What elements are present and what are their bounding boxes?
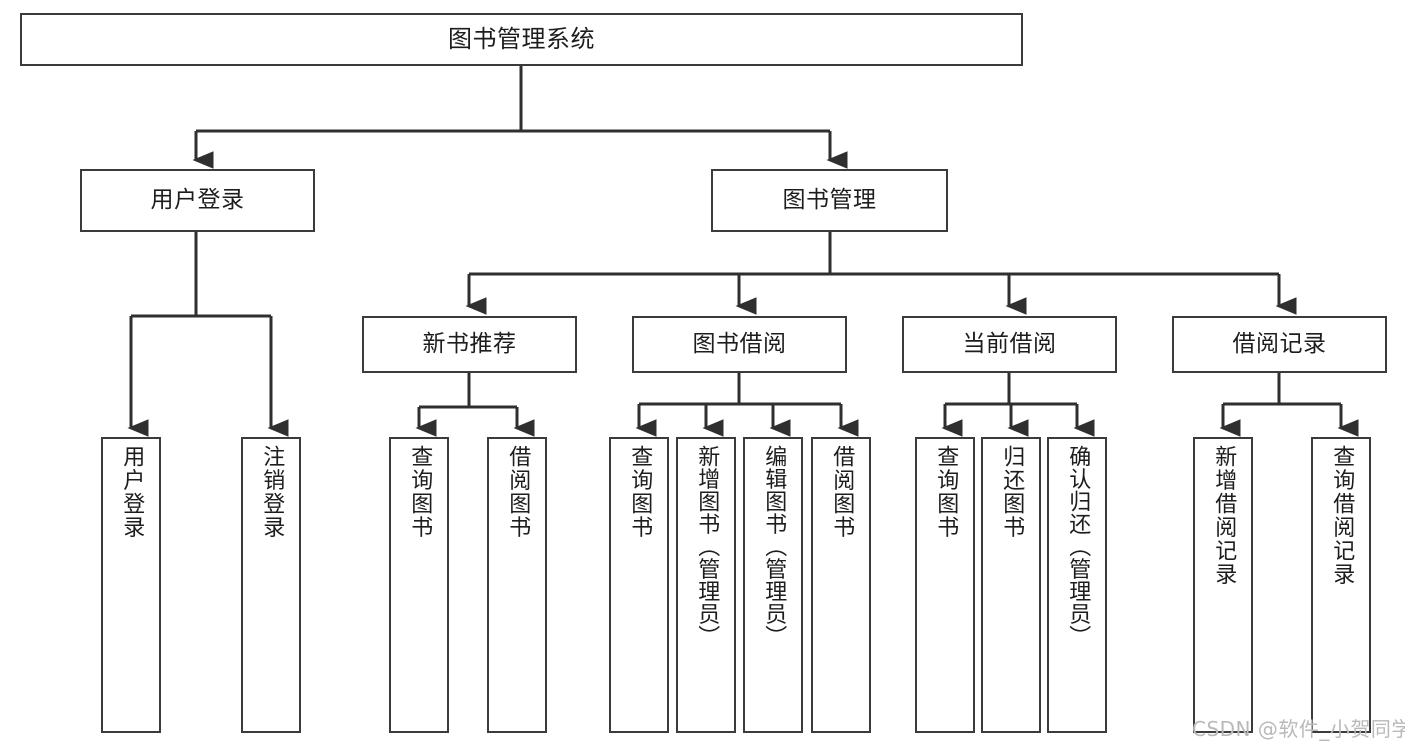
node-label: 图书管理系统 bbox=[448, 24, 595, 53]
node-label: 注销登录 bbox=[259, 445, 285, 539]
node-label: 编辑图书（管理员） bbox=[761, 445, 787, 648]
leaf-current-return-book[interactable]: 归还图书 bbox=[981, 437, 1041, 733]
node-label: 当前借阅 bbox=[962, 331, 1057, 358]
node-label: 归还图书 bbox=[999, 445, 1025, 539]
node-label: 查询图书 bbox=[407, 445, 433, 539]
node-user-login[interactable]: 用户登录 bbox=[80, 169, 315, 232]
node-label: 用户登录 bbox=[119, 445, 145, 539]
node-label: 查询借阅记录 bbox=[1329, 445, 1355, 586]
node-label: 查询图书 bbox=[627, 445, 653, 539]
leaf-borrow-query-book[interactable]: 查询图书 bbox=[609, 437, 669, 733]
node-borrow-record[interactable]: 借阅记录 bbox=[1172, 316, 1387, 373]
node-label: 新增图书（管理员） bbox=[694, 445, 720, 648]
node-label: 图书管理 bbox=[782, 187, 877, 214]
node-new-book-recommend[interactable]: 新书推荐 bbox=[362, 316, 577, 373]
node-label: 用户登录 bbox=[150, 187, 245, 214]
node-label: 新书推荐 bbox=[422, 331, 517, 358]
node-label: 图书借阅 bbox=[692, 331, 787, 358]
node-label: 借阅记录 bbox=[1232, 331, 1327, 358]
node-label: 借阅图书 bbox=[505, 445, 531, 539]
leaf-current-confirm-return-admin[interactable]: 确认归还（管理员） bbox=[1047, 437, 1107, 733]
node-root-system[interactable]: 图书管理系统 bbox=[20, 13, 1023, 66]
node-book-borrow[interactable]: 图书借阅 bbox=[632, 316, 847, 373]
leaf-borrow-borrow-book[interactable]: 借阅图书 bbox=[811, 437, 871, 733]
leaf-record-add-record[interactable]: 新增借阅记录 bbox=[1193, 437, 1253, 733]
leaf-borrow-add-book-admin[interactable]: 新增图书（管理员） bbox=[676, 437, 736, 733]
node-label: 新增借阅记录 bbox=[1211, 445, 1237, 586]
leaf-borrow-edit-book-admin[interactable]: 编辑图书（管理员） bbox=[743, 437, 803, 733]
leaf-recommend-query-book[interactable]: 查询图书 bbox=[389, 437, 449, 733]
leaf-recommend-borrow-book[interactable]: 借阅图书 bbox=[487, 437, 547, 733]
node-book-management[interactable]: 图书管理 bbox=[711, 169, 948, 232]
node-label: 借阅图书 bbox=[829, 445, 855, 539]
leaf-user-login-signout[interactable]: 注销登录 bbox=[241, 437, 301, 733]
leaf-current-query-book[interactable]: 查询图书 bbox=[915, 437, 975, 733]
leaf-record-query-record[interactable]: 查询借阅记录 bbox=[1311, 437, 1371, 733]
node-label: 查询图书 bbox=[933, 445, 959, 539]
node-label: 确认归还（管理员） bbox=[1065, 445, 1091, 648]
leaf-user-login-signin[interactable]: 用户登录 bbox=[101, 437, 161, 733]
node-current-borrow[interactable]: 当前借阅 bbox=[902, 316, 1117, 373]
